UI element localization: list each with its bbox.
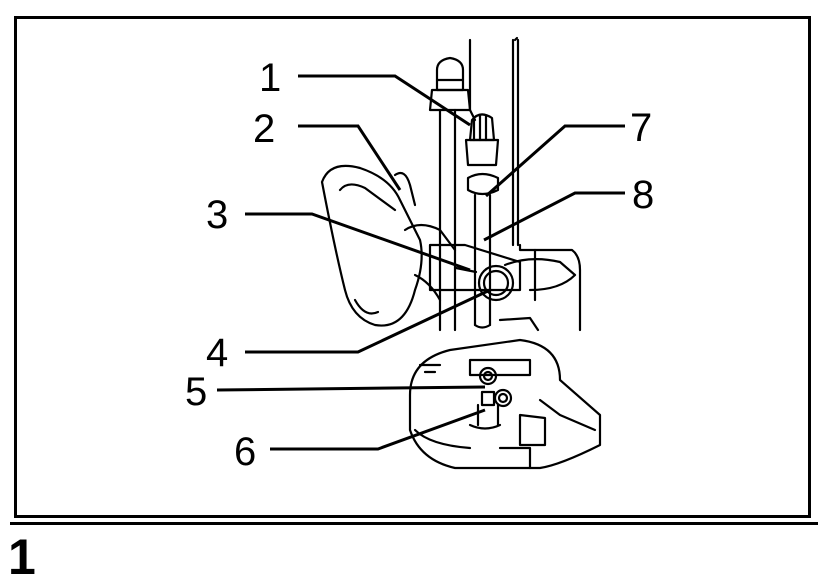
- figure-number: 1: [8, 529, 36, 585]
- callout-6: 6: [234, 430, 256, 474]
- callout-1: 1: [259, 56, 281, 100]
- figure-frame: [14, 16, 811, 518]
- callout-2: 2: [253, 107, 275, 151]
- top-knob: [428, 56, 472, 332]
- leader-8: [483, 191, 625, 242]
- base-plate: [408, 316, 602, 470]
- handle: [320, 164, 457, 327]
- router-body: [468, 36, 582, 332]
- callout-3: 3: [206, 193, 228, 237]
- leader-5: [216, 385, 486, 392]
- figure-divider: [10, 522, 818, 525]
- callout-8: 8: [632, 173, 654, 217]
- callout-7: 7: [630, 106, 652, 150]
- leader-7: [485, 124, 625, 198]
- stopper-pole: [464, 113, 500, 329]
- leader-6: [270, 408, 486, 451]
- callout-5: 5: [185, 370, 207, 414]
- callout-4: 4: [206, 331, 228, 375]
- leader-3: [245, 212, 471, 272]
- stopper-block: [428, 243, 577, 302]
- stopper-screws: [468, 366, 513, 430]
- leader-4: [245, 288, 491, 354]
- leader-lines: [216, 74, 625, 451]
- leader-2: [298, 124, 402, 191]
- leader-1: [298, 74, 471, 127]
- callouts: 1 2 3 4 5 6 7 8: [185, 56, 654, 474]
